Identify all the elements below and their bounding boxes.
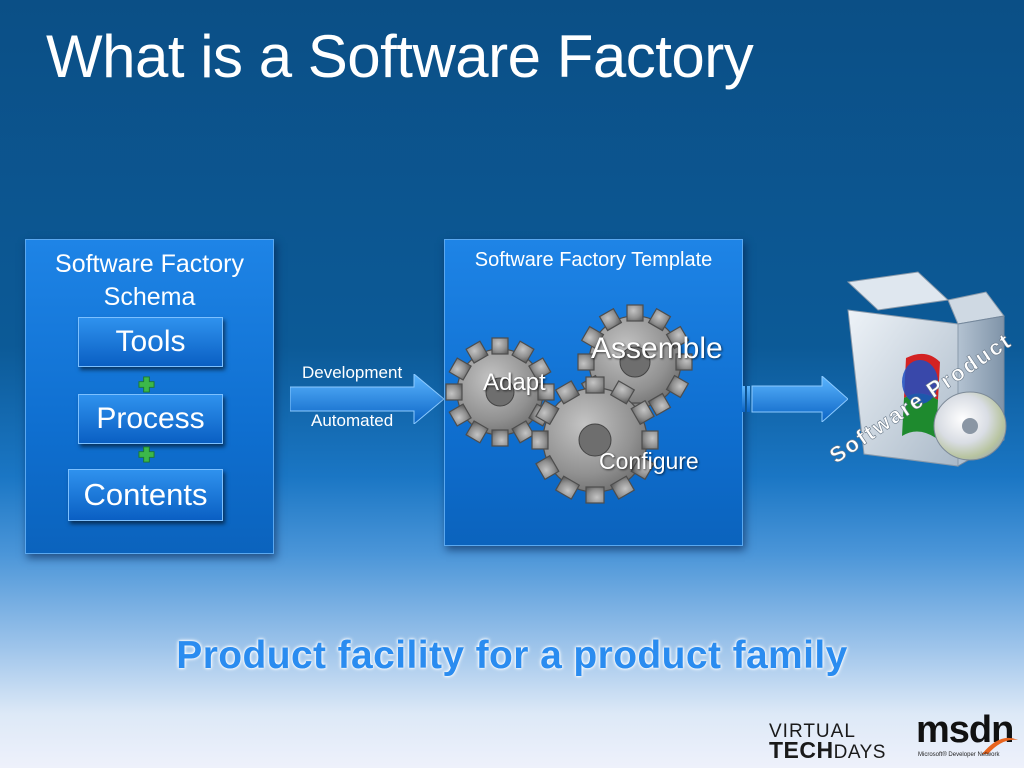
- msdn-subtitle: Microsoft® Developer Network: [918, 752, 1000, 758]
- techdays-word: TECHDAYS: [769, 739, 886, 764]
- adapt-label: Adapt: [483, 369, 546, 396]
- contents-box: Contents: [68, 469, 223, 521]
- days-word: DAYS: [833, 742, 886, 763]
- development-label: Development: [302, 363, 403, 382]
- adapt-gear-icon: [445, 337, 555, 447]
- slide-title: What is a Software Factory: [46, 23, 754, 90]
- plus-icon: [138, 376, 155, 393]
- virtual-techdays-logo: VIRTUAL TECHDAYS: [769, 721, 909, 764]
- schema-panel-title: Software Factory Schema: [55, 250, 244, 311]
- virtual-word: VIRTUAL: [769, 721, 856, 742]
- tools-box: Tools: [78, 317, 223, 367]
- tagline: Product facility for a product family: [176, 634, 848, 677]
- gear-icon: [445, 304, 693, 504]
- plus-icon: [138, 446, 155, 463]
- software-box-icon: Software Product: [825, 271, 1017, 468]
- msdn-swoosh-icon: [982, 737, 1018, 754]
- tech-word: TECH: [769, 737, 834, 763]
- automated-label: Automated: [311, 411, 394, 430]
- right-arrow-icon: [742, 376, 848, 422]
- right-arrow-icon: [290, 374, 444, 424]
- template-panel-title: Software Factory Template: [474, 249, 713, 271]
- process-box: Process: [78, 394, 223, 444]
- msdn-logo: msdn Microsoft® Developer Network: [916, 710, 1020, 766]
- schema-panel: Software Factory Schema Tools Process Co…: [25, 239, 274, 554]
- configure-label: Configure: [599, 448, 699, 474]
- assemble-label: Assemble: [591, 332, 723, 365]
- configure-gear-icon: [531, 376, 659, 504]
